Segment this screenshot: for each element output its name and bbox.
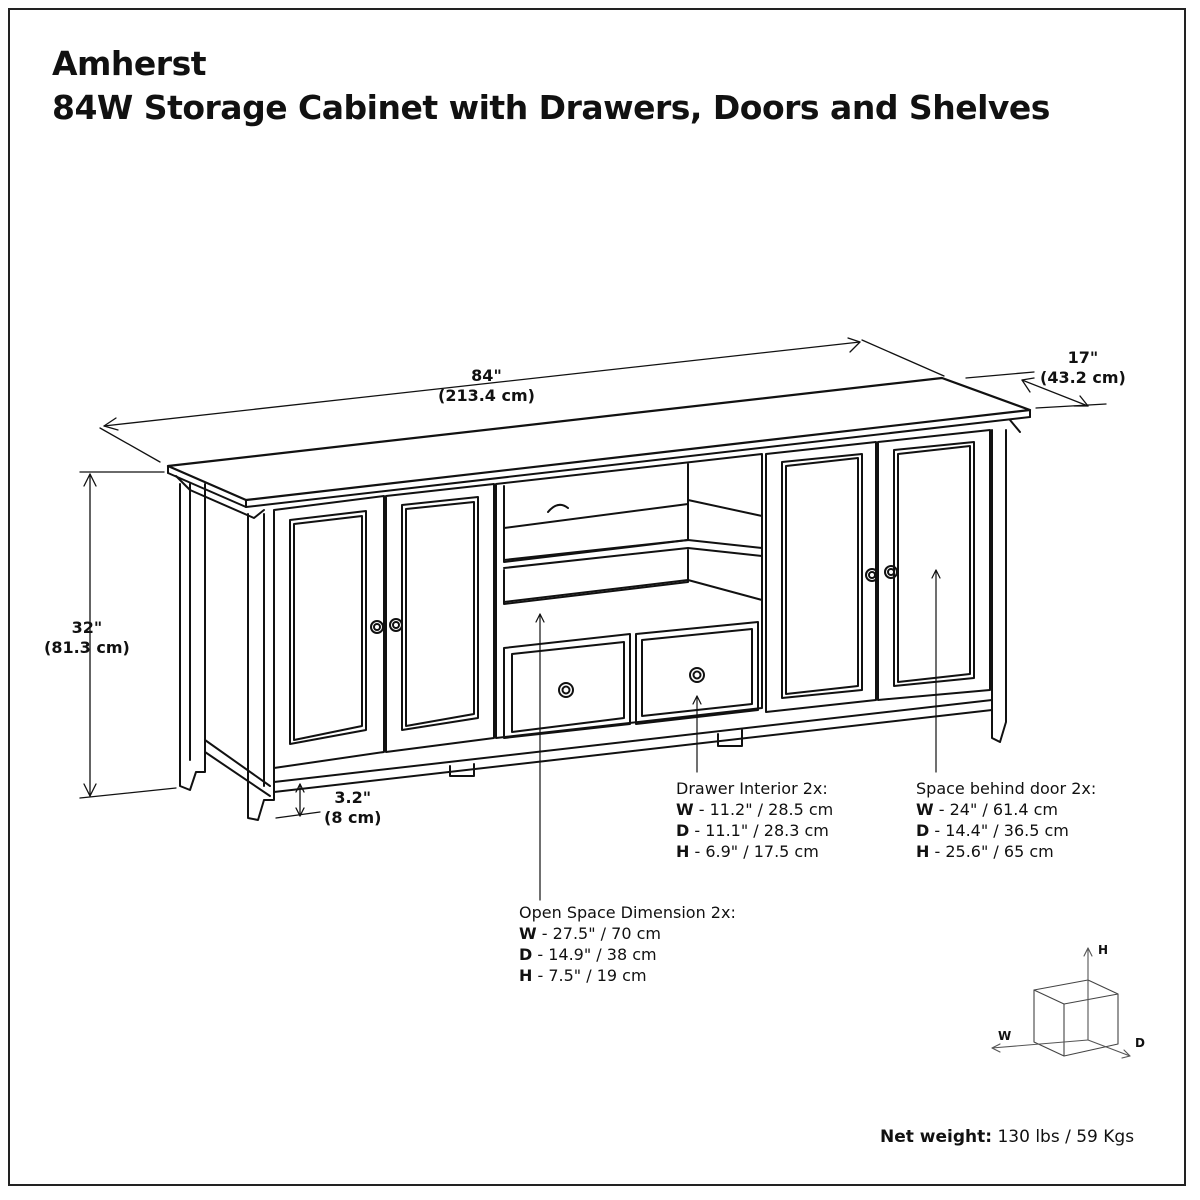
center-section [495,453,763,739]
net-weight-value: 130 lbs / 59 Kgs [992,1127,1135,1147]
width-metric: (213.4 cm) [438,386,535,405]
spec-row-height: H - 6.9" / 17.5 cm [676,842,819,861]
open-space-leader [535,613,545,901]
axis-label-width: W [998,1029,1012,1043]
depth-label: 17" (43.2 cm) [1040,348,1126,388]
width-imperial: 84" [471,366,502,385]
depth-metric: (43.2 cm) [1040,368,1126,387]
height-dimension-line [79,471,177,799]
cabinet-top [166,376,1032,519]
axis-label-height: H [1098,943,1109,957]
left-door-pair [273,483,495,769]
cabinet-body [179,429,1007,821]
net-weight-label: Net weight: [880,1127,993,1147]
spec-row-depth: D - 14.9" / 38 cm [519,945,657,964]
height-label: 32" (81.3 cm) [44,618,130,658]
width-dimension-line [99,337,945,463]
clearance-imperial: 3.2" [334,788,372,807]
spec-row-width: W - 24" / 61.4 cm [916,800,1058,819]
right-door-pair [765,429,991,713]
spec-row-depth: D - 11.1" / 28.3 cm [676,821,829,840]
spec-row-width: W - 27.5" / 70 cm [519,924,661,943]
space-behind-door-spec: Space behind door 2x: W - 24" / 61.4 cm … [916,778,1096,862]
drawer-interior-spec: Drawer Interior 2x: W - 11.2" / 28.5 cm … [676,778,833,862]
spec-row-height: H - 25.6" / 65 cm [916,842,1054,861]
spec-row-depth: D - 14.4" / 36.5 cm [916,821,1069,840]
depth-imperial: 17" [1067,348,1099,367]
axis-legend-cube [991,947,1131,1059]
clearance-dimension-line [275,783,321,819]
height-metric: (81.3 cm) [44,638,130,657]
clearance-label: 3.2" (8 cm) [324,788,381,828]
spec-heading: Space behind door 2x: [916,779,1097,798]
depth-dimension-line [965,371,1107,409]
drawer-leader [692,695,702,773]
product-description: 84W Storage Cabinet with Drawers, Doors … [52,88,1050,127]
open-space-spec: Open Space Dimension 2x: W - 27.5" / 70 … [519,902,736,986]
spec-row-height: H - 7.5" / 19 cm [519,966,647,985]
height-imperial: 32" [71,618,103,637]
net-weight: Net weight: 130 lbs / 59 Kgs [880,1127,1134,1147]
clearance-metric: (8 cm) [324,808,382,827]
spec-row-width: W - 11.2" / 28.5 cm [676,800,834,819]
spec-heading: Open Space Dimension 2x: [519,903,736,922]
axis-label-depth: D [1135,1036,1145,1050]
product-name: Amherst [52,44,207,83]
width-label: 84" (213.4 cm) [438,366,535,406]
spec-heading: Drawer Interior 2x: [676,779,828,798]
image-frame [8,8,1186,1186]
door-leader [931,569,941,773]
